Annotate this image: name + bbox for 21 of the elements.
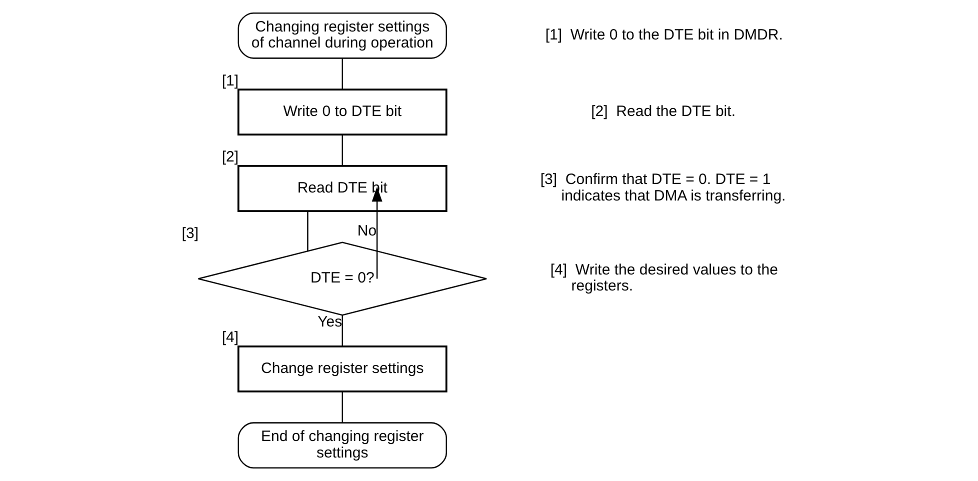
label: [4] Write the desired values to the registers. [550, 261, 778, 295]
node-label: [3] [182, 225, 199, 242]
connector [342, 58, 344, 90]
node-label: [4] [222, 329, 239, 346]
label: [1] Write 0 to the DTE bit in DMDR. [545, 26, 783, 44]
connector [307, 211, 308, 251]
node-diamond: DTE = 0? [198, 242, 488, 316]
label: [3] Confirm that DTE = 0. DTE = 1 indicates that DMA is transferring. [540, 171, 786, 205]
label: [2] Read the DTE bit. [591, 102, 736, 120]
connector [342, 135, 344, 166]
arrow [372, 186, 382, 279]
node-box: Change register settings [237, 345, 448, 392]
edge-label: No [357, 222, 377, 240]
node-label: [2] [222, 148, 239, 166]
node-box: Write 0 to DTE bit [237, 88, 448, 136]
edge-label: Yes [318, 313, 342, 330]
connector [342, 392, 344, 422]
node-box: End of changing register settings [238, 422, 448, 469]
node-label: [1] [222, 72, 239, 90]
node-box: Changing register settings of channel during operation [238, 12, 448, 59]
connector [342, 315, 344, 346]
